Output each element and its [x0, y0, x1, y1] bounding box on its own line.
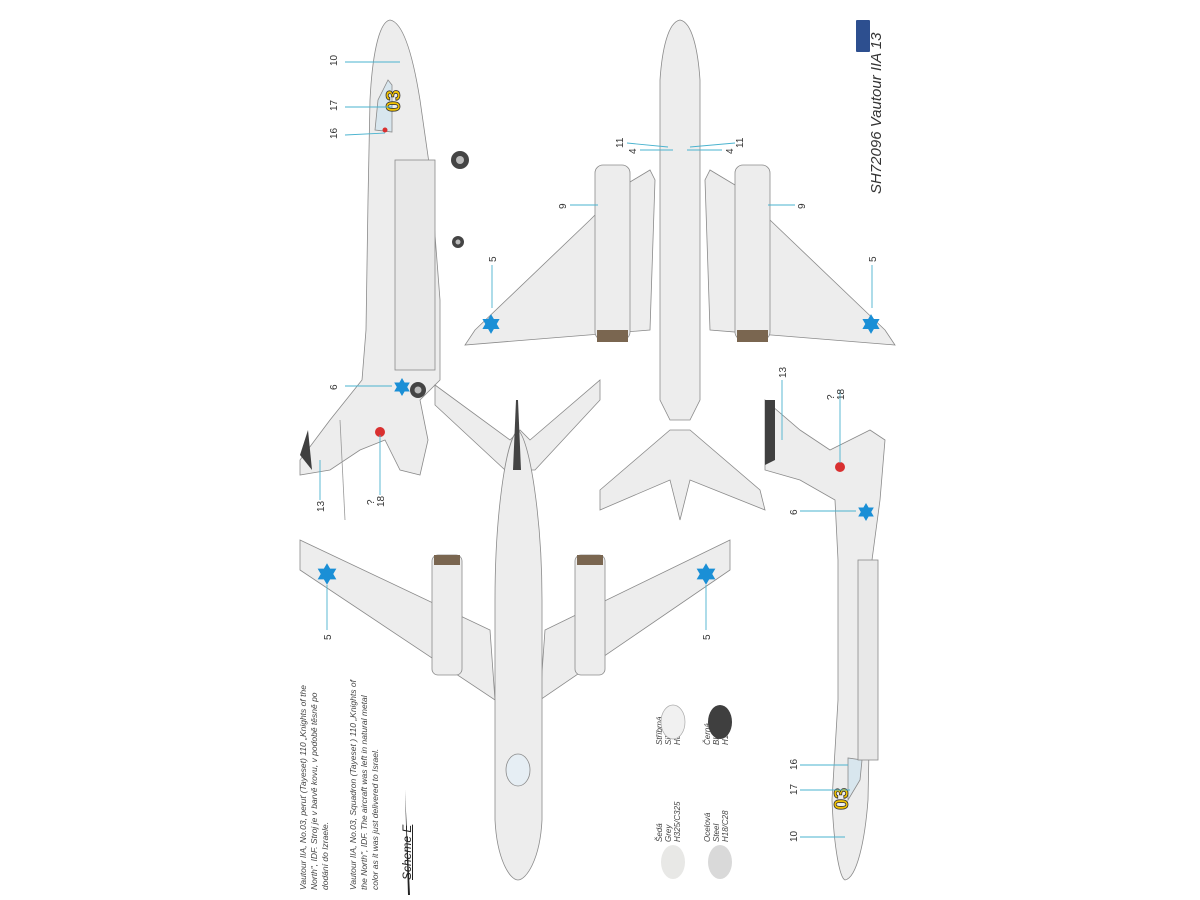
paint-swatch-silver	[660, 704, 686, 740]
left-side-view: 03	[299, 19, 469, 521]
callout-number: 5	[323, 634, 334, 640]
callout-number: 9	[797, 203, 808, 209]
callout-number: 6	[789, 509, 800, 515]
callout-number: 17	[789, 783, 800, 795]
paint-swatch-black	[708, 705, 732, 739]
callout-number: 10	[789, 830, 800, 842]
callout-number: ?	[826, 394, 837, 400]
callout-number: 10	[329, 54, 340, 66]
aircraft-number-right: 03	[831, 788, 853, 810]
callout-number: 16	[329, 127, 340, 139]
callout-number: 9	[558, 203, 569, 209]
right-side-view: 03	[764, 399, 886, 881]
bottom-view	[299, 379, 731, 881]
callout-number: 4	[628, 148, 639, 154]
callout-number: 13	[316, 500, 327, 512]
callout-number: 11	[615, 137, 626, 148]
gunze-sangyo-logo-icon	[856, 20, 870, 52]
callout-number: ?	[366, 499, 377, 505]
scheme-underline	[405, 790, 410, 895]
top-view	[464, 19, 896, 521]
callout-number: 11	[735, 137, 746, 148]
paint-swatch-grey	[661, 845, 685, 879]
callout-lines	[319, 61, 873, 838]
callout-number: 4	[725, 148, 736, 154]
callout-numbers: 10 17 16 6 13 ? 18 11 4 11 4 9 9 5 5 13 …	[316, 54, 879, 842]
callout-number: 18	[376, 495, 387, 507]
callout-number: 5	[702, 634, 713, 640]
callout-number: 13	[778, 366, 789, 378]
callout-number: 18	[836, 388, 847, 400]
callout-number: 5	[488, 256, 499, 262]
aircraft-number-left: 03	[383, 90, 405, 112]
paint-swatch-steel	[708, 845, 732, 879]
callout-number: 17	[329, 99, 340, 111]
callout-number: 5	[868, 256, 879, 262]
callout-number: 6	[329, 384, 340, 390]
callout-number: 16	[789, 758, 800, 770]
